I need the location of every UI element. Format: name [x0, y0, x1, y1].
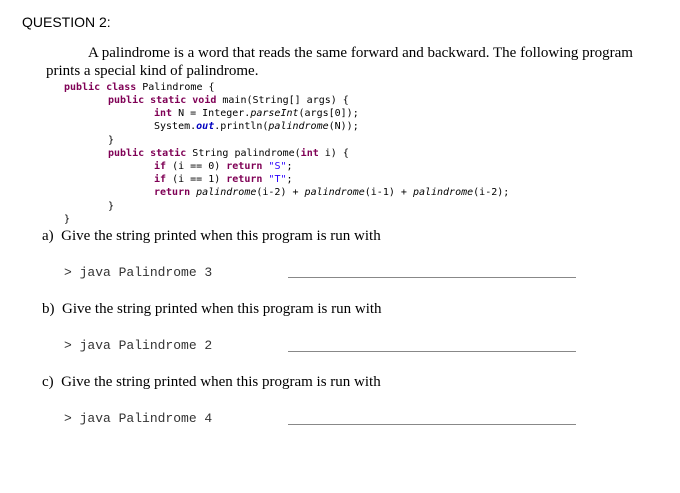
part-prompt: Give the string printed when this progra…	[62, 301, 382, 317]
code-text: (args[0]);	[298, 108, 359, 119]
code-text: String palindrome(	[186, 148, 301, 159]
code-string: "T"	[268, 174, 287, 185]
part-b-answer-line[interactable]	[288, 351, 576, 352]
part-c-answer-line[interactable]	[288, 424, 576, 425]
code-keyword: int	[154, 108, 173, 119]
code-line-close-main: }	[108, 135, 115, 146]
code-line-class-decl: public class Palindrome {	[64, 81, 215, 94]
part-b-question: b) Give the string printed when this pro…	[42, 301, 382, 318]
code-line-main-decl: public static void main(String[] args) {	[108, 94, 349, 107]
code-text: N = Integer.	[172, 108, 251, 119]
code-text: main(String[] args) {	[216, 95, 349, 106]
code-text: Palindrome {	[136, 82, 215, 93]
intro-text-line1: A palindrome is a word that reads the sa…	[88, 45, 633, 61]
part-b-command: > java Palindrome 2	[64, 338, 213, 353]
code-text: ;	[286, 174, 293, 185]
code-text: (i-2) +	[256, 187, 305, 198]
part-a-question: a) Give the string printed when this pro…	[42, 228, 381, 245]
code-method: palindrome	[196, 187, 257, 198]
part-prompt: Give the string printed when this progra…	[61, 374, 381, 390]
code-line-return-recursive: return palindrome(i-2) + palindrome(i-1)…	[154, 186, 509, 199]
code-method: palindrome	[268, 121, 329, 132]
code-keyword: return	[226, 161, 263, 172]
part-label: c)	[42, 374, 54, 390]
intro-text-line2: prints a special kind of palindrome.	[46, 63, 259, 79]
part-c-command: > java Palindrome 4	[64, 411, 213, 426]
code-line-close-method: }	[108, 201, 115, 212]
code-text: (N));	[328, 121, 359, 132]
code-method: palindrome	[412, 187, 474, 198]
code-text: (i == 1)	[166, 174, 227, 185]
code-method: palindrome	[304, 187, 365, 198]
code-line-if-zero: if (i == 0) return "S";	[154, 160, 293, 173]
code-keyword: int	[300, 148, 319, 159]
part-a-command: > java Palindrome 3	[64, 265, 213, 280]
part-a-answer-line[interactable]	[288, 277, 576, 278]
code-text: i) {	[318, 148, 349, 159]
question-heading: QUESTION 2:	[22, 14, 111, 30]
code-text: ;	[286, 161, 293, 172]
code-line-parse-int: int N = Integer.parseInt(args[0]);	[154, 107, 359, 120]
code-string: "S"	[268, 161, 287, 172]
part-c-question: c) Give the string printed when this pro…	[42, 374, 381, 391]
code-text: (i-1) +	[364, 187, 413, 198]
code-method: parseInt	[250, 108, 299, 119]
code-line-close-class: }	[64, 214, 71, 225]
code-keyword: public static void	[108, 95, 217, 106]
code-line-println: System.out.println(palindrome(N));	[154, 120, 359, 133]
code-line-palindrome-decl: public static String palindrome(int i) {	[108, 147, 349, 160]
code-text: (i == 0)	[166, 161, 227, 172]
code-keyword: return	[226, 174, 263, 185]
code-text: System.	[154, 121, 197, 132]
part-label: a)	[42, 228, 54, 244]
code-keyword: return	[154, 187, 191, 198]
part-label: b)	[42, 301, 55, 317]
code-keyword: if	[154, 174, 167, 185]
code-field: out	[196, 121, 215, 132]
code-text: .println(	[214, 121, 269, 132]
code-text: (i-2);	[473, 187, 510, 198]
code-keyword: public static	[108, 148, 187, 159]
code-line-if-one: if (i == 1) return "T";	[154, 173, 293, 186]
code-keyword: public class	[64, 82, 137, 93]
part-prompt: Give the string printed when this progra…	[61, 228, 381, 244]
code-keyword: if	[154, 161, 167, 172]
